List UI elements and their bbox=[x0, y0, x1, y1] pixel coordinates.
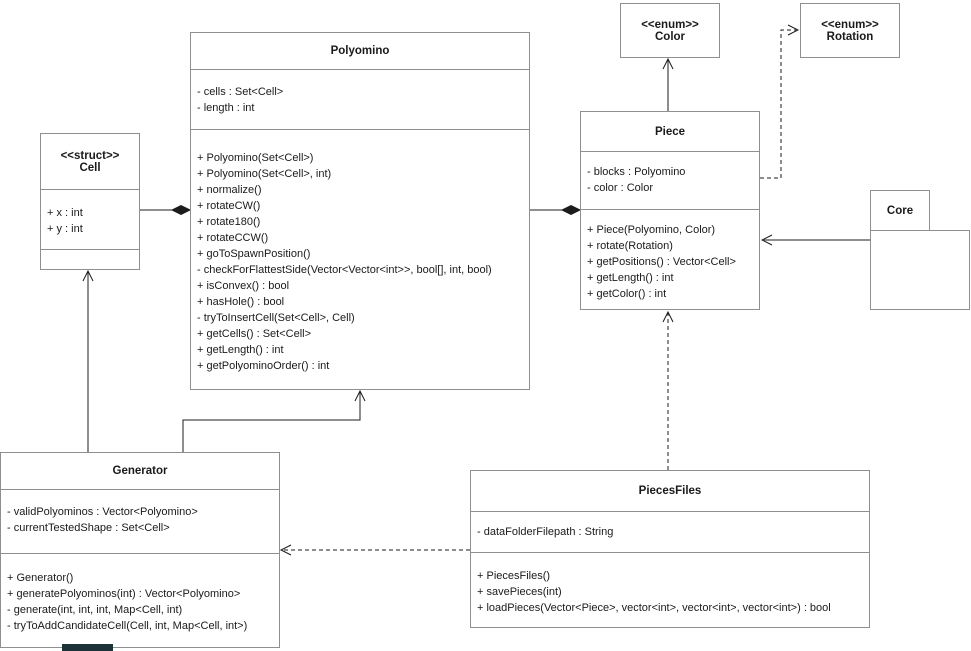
member-row: + normalize() bbox=[197, 184, 262, 196]
class-attributes: + x : int + y : int bbox=[41, 189, 139, 249]
class-box-piece[interactable]: Piece - blocks : Polyomino - color : Colo… bbox=[580, 111, 760, 310]
edge-piece-rotation bbox=[760, 29, 796, 179]
class-attributes: - validPolyominos : Vector<Polyomino> - c… bbox=[1, 489, 279, 553]
arrowhead-icon bbox=[662, 57, 674, 70]
member-row: - blocks : Polyomino bbox=[587, 166, 686, 178]
member-row: + getLength() : int bbox=[197, 344, 284, 356]
class-methods: + PiecesFiles() + savePieces(int) + loadPi… bbox=[471, 552, 869, 627]
class-title: <<struct>> Cell bbox=[41, 134, 139, 189]
class-name: Rotation bbox=[826, 30, 874, 43]
member-row: - color : Color bbox=[587, 182, 654, 194]
member-row: + getColor() : int bbox=[587, 288, 667, 300]
class-methods bbox=[41, 249, 139, 269]
member-row: + getPositions() : Vector<Cell> bbox=[587, 256, 736, 268]
member-row: + getLength() : int bbox=[587, 272, 674, 284]
member-row: - tryToInsertCell(Set<Cell>, Cell) bbox=[197, 312, 355, 324]
member-row: + hasHole() : bool bbox=[197, 296, 285, 308]
member-row: + savePieces(int) bbox=[477, 586, 562, 598]
class-stereotype: <<struct>> bbox=[60, 149, 120, 162]
member-row: - dataFolderFilepath : String bbox=[477, 526, 614, 538]
class-title: <<enum>> Color bbox=[621, 4, 719, 57]
class-name: Cell bbox=[79, 161, 101, 174]
class-stereotype: <<enum>> bbox=[821, 18, 879, 31]
class-name: Color bbox=[654, 30, 686, 43]
member-row: - validPolyominos : Vector<Polyomino> bbox=[7, 506, 198, 518]
class-box-polyomino[interactable]: Polyomino - cells : Set<Cell> - length : … bbox=[190, 32, 530, 390]
class-methods: + Generator() + generatePolyominos(int) :… bbox=[1, 553, 279, 647]
member-row: - cells : Set<Cell> bbox=[197, 86, 284, 98]
class-box-rotation[interactable]: <<enum>> Rotation bbox=[800, 3, 900, 58]
package-core-tab[interactable]: Core bbox=[870, 190, 930, 231]
member-row: - generate(int, int, int, Map<Cell, int) bbox=[7, 604, 183, 616]
class-attributes: - dataFolderFilepath : String bbox=[471, 511, 869, 552]
arrowhead-icon bbox=[760, 234, 773, 246]
class-title: PiecesFiles bbox=[638, 485, 702, 497]
member-row: - length : int bbox=[197, 102, 255, 114]
class-title: Polyomino bbox=[330, 45, 390, 57]
arrowhead-icon bbox=[279, 544, 292, 556]
arrowhead-icon bbox=[787, 24, 800, 36]
member-row: + isConvex() : bool bbox=[197, 280, 290, 292]
edge-generator-polyomino bbox=[182, 392, 361, 452]
member-row: + loadPieces(Vector<Piece>, vector<int>,… bbox=[477, 602, 831, 614]
arrowhead-icon bbox=[354, 389, 366, 402]
class-box-generator[interactable]: Generator - validPolyominos : Vector<Pol… bbox=[0, 452, 280, 648]
class-box-cell[interactable]: <<struct>> Cell + x : int + y : int bbox=[40, 133, 140, 270]
composition-diamond-icon bbox=[170, 204, 192, 216]
member-row: + rotateCCW() bbox=[197, 232, 269, 244]
member-row: - currentTestedShape : Set<Cell> bbox=[7, 522, 170, 534]
composition-diamond-icon bbox=[560, 204, 582, 216]
member-row: + rotate(Rotation) bbox=[587, 240, 673, 252]
member-row: + Polyomino(Set<Cell>, int) bbox=[197, 168, 332, 180]
class-title: <<enum>> Rotation bbox=[801, 4, 899, 57]
class-attributes: - cells : Set<Cell> - length : int bbox=[191, 69, 529, 129]
class-box-color[interactable]: <<enum>> Color bbox=[620, 3, 720, 58]
class-title: Piece bbox=[654, 125, 686, 138]
class-title: Generator bbox=[112, 465, 168, 477]
member-row: - tryToAddCandidateCell(Cell, int, Map<C… bbox=[7, 620, 248, 632]
package-name: Core bbox=[886, 204, 914, 217]
member-row: + rotateCW() bbox=[197, 200, 261, 212]
arrowhead-icon bbox=[82, 269, 94, 282]
member-row: + generatePolyominos(int) : Vector<Polyo… bbox=[7, 588, 241, 600]
member-row: - checkForFlattestSide(Vector<Vector<int… bbox=[197, 264, 492, 276]
member-row: + x : int bbox=[47, 207, 83, 219]
member-row: + PiecesFiles() bbox=[477, 570, 551, 582]
class-methods: + Piece(Polyomino, Color) + rotate(Rotati… bbox=[581, 209, 759, 309]
member-row: + Generator() bbox=[7, 572, 74, 584]
member-row: + y : int bbox=[47, 223, 83, 235]
class-stereotype: <<enum>> bbox=[641, 18, 699, 31]
member-row: + getPolyominoOrder() : int bbox=[197, 360, 330, 372]
class-box-piecesfiles[interactable]: PiecesFiles - dataFolderFilepath : Strin… bbox=[470, 470, 870, 628]
member-row: + goToSpawnPosition() bbox=[197, 248, 311, 260]
arrowhead-icon bbox=[662, 310, 674, 323]
member-row: + rotate180() bbox=[197, 216, 261, 228]
member-row: + Piece(Polyomino, Color) bbox=[587, 224, 716, 236]
class-methods: + Polyomino(Set<Cell>) + Polyomino(Set<Ce… bbox=[191, 129, 529, 389]
bottom-dark-bar bbox=[62, 644, 113, 651]
class-attributes: - blocks : Polyomino - color : Color bbox=[581, 151, 759, 209]
member-row: + getCells() : Set<Cell> bbox=[197, 328, 312, 340]
member-row: + Polyomino(Set<Cell>) bbox=[197, 152, 314, 164]
package-core-body[interactable] bbox=[870, 230, 970, 310]
